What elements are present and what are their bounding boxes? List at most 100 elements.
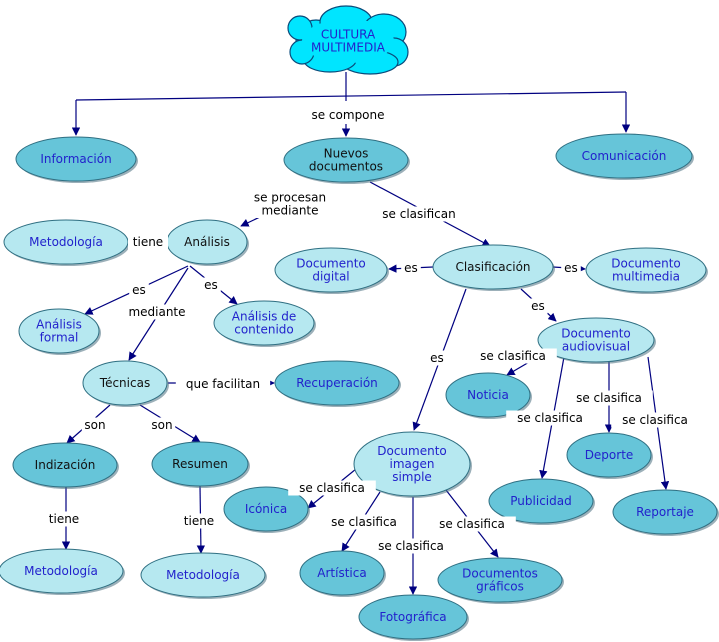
- link-label-se-clasifica-deporte: se clasifica: [565, 390, 653, 406]
- link-label-text: se clasifica: [480, 349, 546, 363]
- concept-metodologia-top[interactable]: Metodología: [3, 219, 130, 266]
- link-label-text: se clasifican: [382, 207, 455, 221]
- link-label-es-multimedia: es: [561, 260, 581, 276]
- concept-label: Comunicación: [582, 149, 667, 163]
- concept-label: Fotográfica: [379, 610, 446, 624]
- concept-label: Información: [40, 152, 111, 166]
- link-label-se-clasifica-artistica: se clasifica: [320, 514, 408, 530]
- link-label-tiene-mid: tiene: [179, 513, 219, 529]
- concept-fotografica[interactable]: Fotográfica: [358, 594, 469, 641]
- link-label-text: tiene: [49, 512, 79, 526]
- concept-label: Técnicas: [99, 376, 150, 390]
- concept-iconica[interactable]: Icónica: [223, 486, 310, 533]
- concept-noticia[interactable]: Noticia: [445, 372, 532, 419]
- link-label-se-clasifica-fotografica: se clasifica: [367, 538, 455, 554]
- concept-publicidad[interactable]: Publicidad: [488, 478, 595, 525]
- link-label-text: se clasifica: [439, 517, 505, 531]
- link-label-text: es: [531, 299, 545, 313]
- concept-label: Icónica: [245, 502, 287, 516]
- link-label-text: tiene: [133, 235, 163, 249]
- concept-label: Recuperación: [296, 376, 378, 390]
- link-label-mediante: mediante: [126, 304, 188, 320]
- concept-label: Metodología: [166, 568, 240, 582]
- link-label-text: son: [84, 418, 105, 432]
- link-label-text: que facilitan: [186, 377, 260, 391]
- link-label-text: se clasifica: [576, 391, 642, 405]
- concept-label: Noticia: [467, 388, 509, 402]
- edge-1: [75, 91, 627, 101]
- link-label-text: es: [204, 278, 218, 292]
- link-label-se-clasifica-noticia: se clasifica: [469, 348, 557, 364]
- link-label-text: es: [564, 261, 578, 275]
- link-label-text: es: [132, 283, 146, 297]
- link-label-se-compone: se compone: [311, 107, 385, 123]
- concept-reportaje[interactable]: Reportaje: [612, 489, 719, 536]
- concept-label: Publicidad: [510, 494, 571, 508]
- concept-metodologia-mid[interactable]: Metodología: [140, 552, 267, 599]
- link-label-se-clasifica-publicidad: se clasifica: [506, 410, 594, 426]
- concept-label: Clasificación: [455, 260, 530, 274]
- link-label-se-clasifica-graficos: se clasifica: [428, 516, 516, 532]
- concept-recuperacion[interactable]: Recuperación: [274, 360, 401, 407]
- link-label-text: se clasifica: [378, 539, 444, 553]
- concept-label: Análisis: [184, 235, 230, 249]
- concept-clasificacion[interactable]: Clasificación: [432, 244, 555, 291]
- link-label-text: se clasifica: [622, 413, 688, 427]
- concept-analisis[interactable]: Análisis: [166, 219, 249, 266]
- link-label-es-digital: es: [401, 260, 421, 276]
- link-label-text: se clasifica: [331, 515, 397, 529]
- concept-label: Reportaje: [636, 505, 694, 519]
- concept-deporte[interactable]: Deporte: [566, 432, 653, 479]
- link-label-text: se clasifica: [517, 411, 583, 425]
- link-label-text: tiene: [184, 514, 214, 528]
- link-label-se-clasifica-reportaje: se clasifica: [611, 412, 699, 428]
- concept-informacion[interactable]: Información: [15, 136, 138, 183]
- concept-indizacion[interactable]: Indización: [12, 442, 119, 489]
- link-label-es-audiovisual: es: [528, 298, 548, 314]
- link-label-text: se compone: [311, 108, 384, 122]
- link-label-text: es: [404, 261, 418, 275]
- link-label-text: se clasifica: [299, 481, 365, 495]
- link-label-que-facilitan: que facilitan: [175, 376, 271, 392]
- concept-metodologia-left[interactable]: Metodología: [0, 548, 125, 595]
- concept-tecnicas[interactable]: Técnicas: [82, 360, 169, 407]
- link-label-es-formal: es: [129, 282, 149, 298]
- concept-label: Artística: [317, 566, 366, 580]
- link-label-tiene-top: tiene: [128, 234, 168, 250]
- link-label-se-clasifican: se clasifican: [371, 206, 467, 222]
- link-label-text: son: [151, 418, 172, 432]
- concept-artistica[interactable]: Artística: [299, 550, 386, 597]
- concept-comunicacion[interactable]: Comunicación: [555, 133, 694, 180]
- link-label-se-clasifica-iconica: se clasifica: [288, 480, 376, 496]
- link-label-text: mediante: [128, 305, 185, 319]
- concept-resumen[interactable]: Resumen: [151, 441, 250, 488]
- link-label-tiene-left: tiene: [44, 511, 84, 527]
- concept-label: Indización: [35, 458, 96, 472]
- concept-label: Resumen: [172, 457, 228, 471]
- concept-label: Deporte: [585, 448, 634, 462]
- link-label-es-imagen: es: [427, 350, 447, 366]
- concept-label: Metodología: [24, 564, 98, 578]
